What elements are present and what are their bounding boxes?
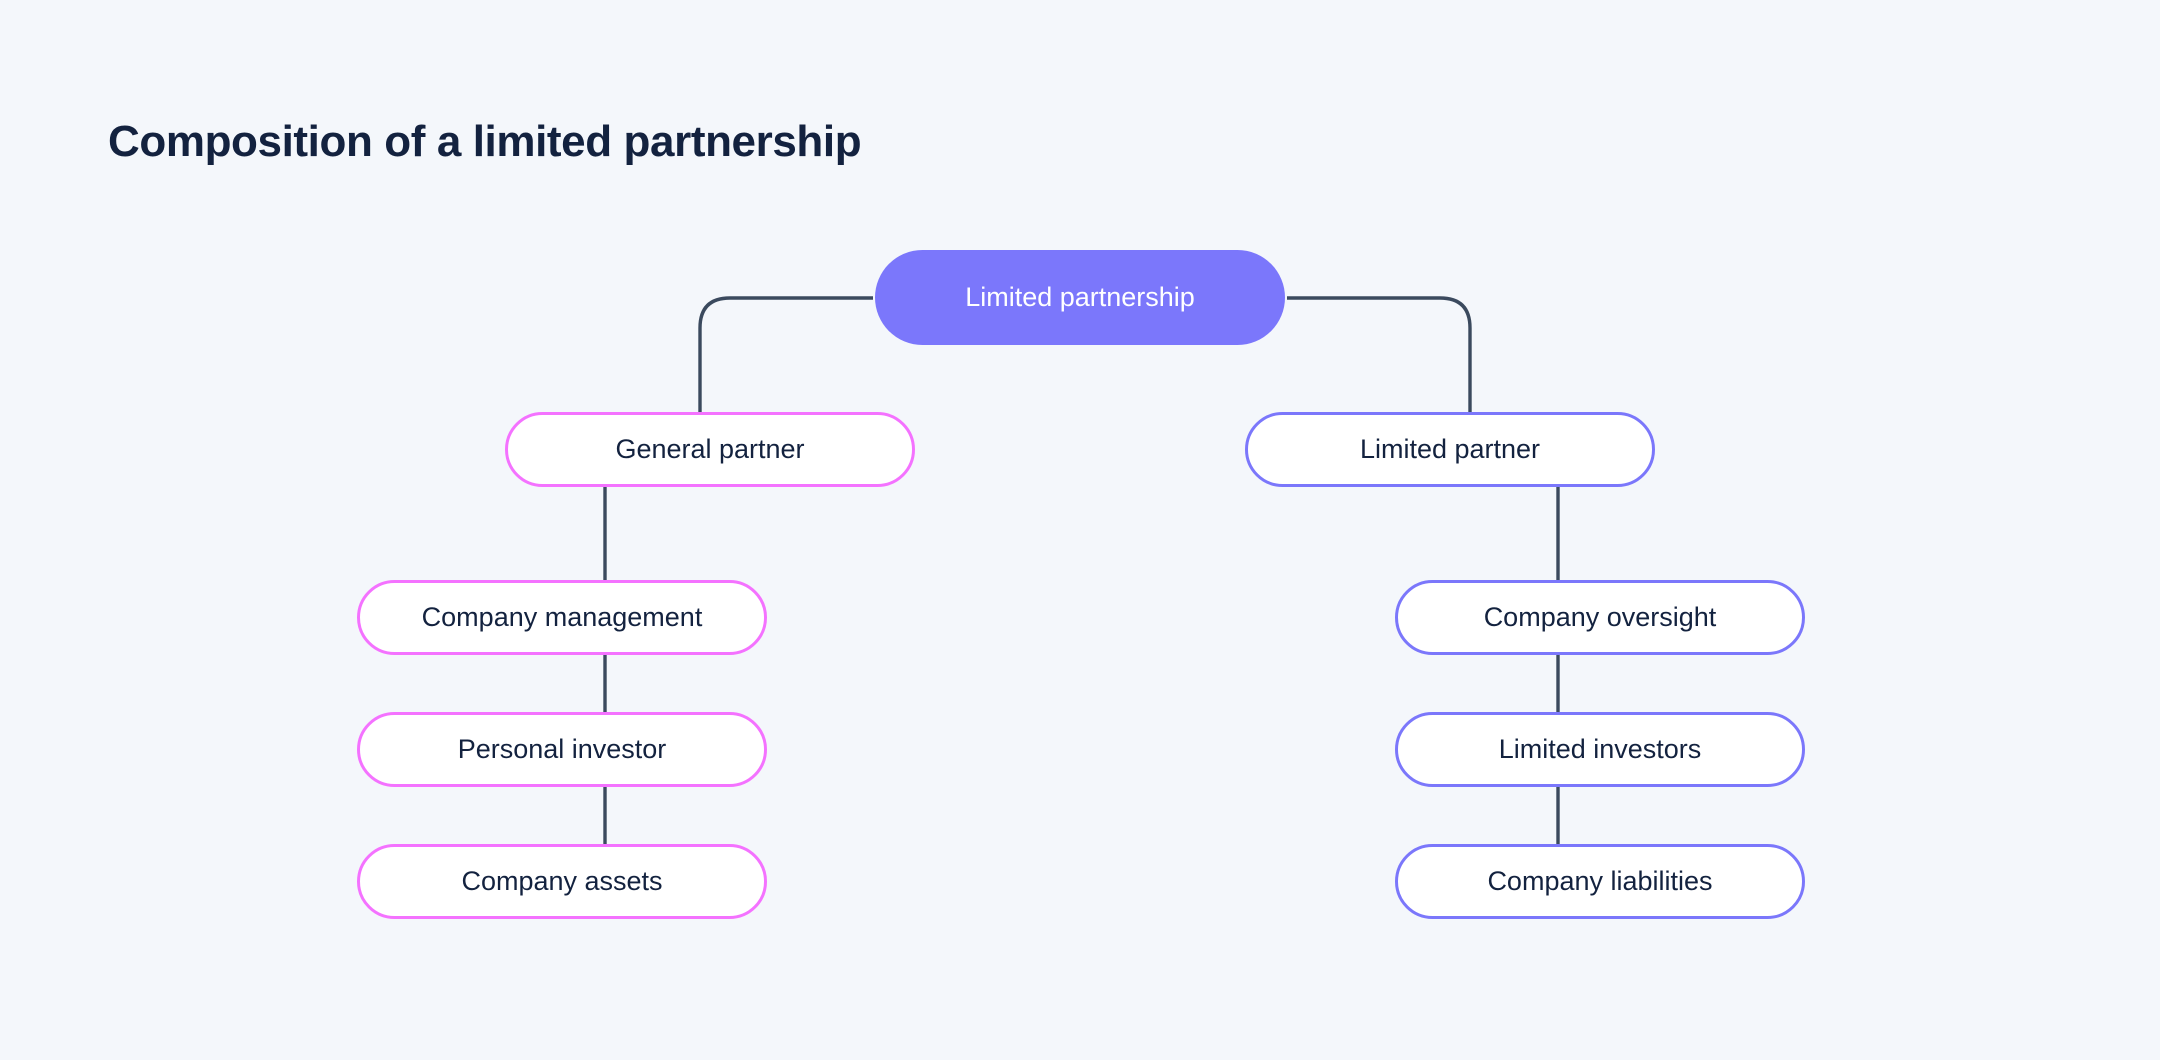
node-general-partner-label: General partner (615, 434, 805, 464)
node-limited-partner-label: Limited partner (1359, 434, 1541, 464)
node-general-partner[interactable]: General partner (505, 412, 915, 487)
node-personal-investor[interactable]: Personal investor (357, 712, 767, 787)
node-company-liabilities-label: Company liabilities (1487, 866, 1713, 896)
node-company-management-label: Company management (421, 602, 703, 632)
node-limited-investors-label: Limited investors (1498, 734, 1702, 764)
node-company-oversight[interactable]: Company oversight (1395, 580, 1805, 655)
edge-root-to-general-partner (698, 296, 873, 412)
node-company-assets-label: Company assets (461, 866, 663, 896)
node-limited-partnership-label: Limited partnership (965, 282, 1195, 312)
page-title: Composition of a limited partnership (108, 117, 862, 167)
node-company-management[interactable]: Company management (357, 580, 767, 655)
node-company-liabilities[interactable]: Company liabilities (1395, 844, 1805, 919)
node-company-oversight-label: Company oversight (1483, 602, 1717, 632)
edge-root-to-limited-partner (1287, 296, 1472, 412)
node-limited-partner[interactable]: Limited partner (1245, 412, 1655, 487)
node-company-assets[interactable]: Company assets (357, 844, 767, 919)
node-limited-partnership[interactable]: Limited partnership (875, 250, 1285, 345)
node-limited-investors[interactable]: Limited investors (1395, 712, 1805, 787)
node-personal-investor-label: Personal investor (457, 734, 667, 764)
